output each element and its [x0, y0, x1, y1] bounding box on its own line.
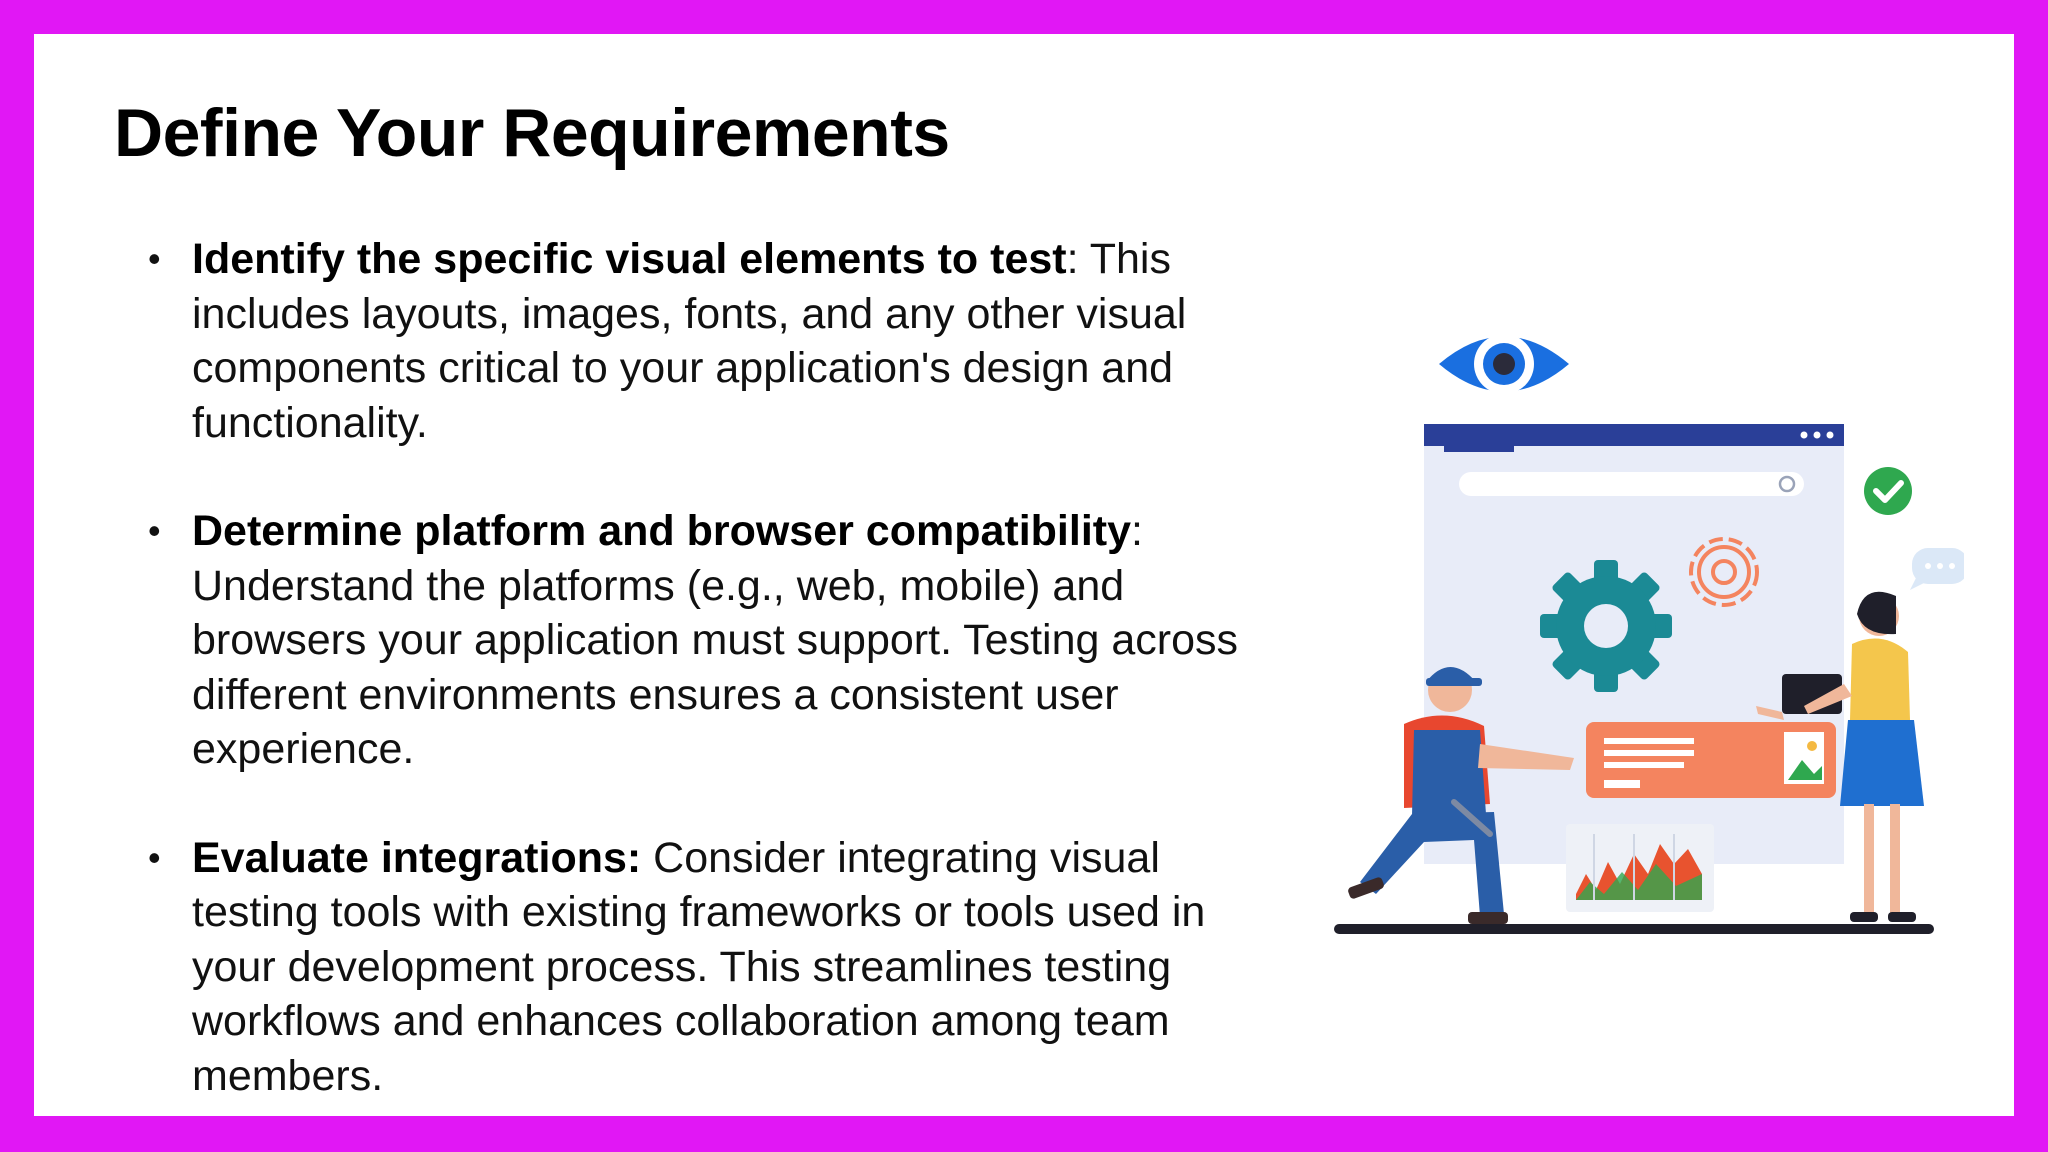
bullet-dot-icon: • [148, 510, 161, 551]
chart-icon [1566, 824, 1714, 912]
worker-figure [1348, 667, 1574, 924]
bullet-dot-icon: • [148, 238, 161, 279]
slide-canvas: Define Your Requirements • Identify the … [34, 34, 2014, 1116]
content-card [1586, 722, 1836, 798]
bullet-item: • Identify the specific visual elements … [140, 232, 1240, 450]
chat-bubble-icon [1910, 548, 1964, 590]
check-icon [1864, 467, 1912, 515]
gear-outline-icon [1689, 537, 1759, 607]
bullet-text: This includes layouts, images, fonts, an… [192, 235, 1187, 447]
bullet-item: • Evaluate integrations: Consider integr… [140, 831, 1240, 1104]
gear-icon [1540, 560, 1672, 692]
bullet-separator: : [1131, 507, 1143, 555]
bullet-heading: Determine platform and browser compatibi… [192, 507, 1132, 555]
bullet-separator: : [1066, 235, 1079, 283]
visual-testing-illustration [1334, 334, 1964, 934]
slide-title: Define Your Requirements [114, 95, 950, 171]
eye-icon [1439, 334, 1569, 394]
woman-figure [1756, 591, 1924, 922]
bullet-item: • Determine platform and browser compati… [140, 504, 1240, 777]
ground-line [1334, 924, 1934, 934]
bullet-text: Consider integrating visual testing tool… [192, 833, 1206, 1100]
bullet-heading: Identify the specific visual elements to… [192, 235, 1067, 283]
bullet-list: • Identify the specific visual elements … [140, 232, 1240, 1116]
bullet-dot-icon: • [148, 836, 161, 878]
bullet-heading: Evaluate integrations: [192, 833, 642, 882]
bullet-text: Understand the platforms (e.g., web, mob… [192, 561, 1239, 774]
